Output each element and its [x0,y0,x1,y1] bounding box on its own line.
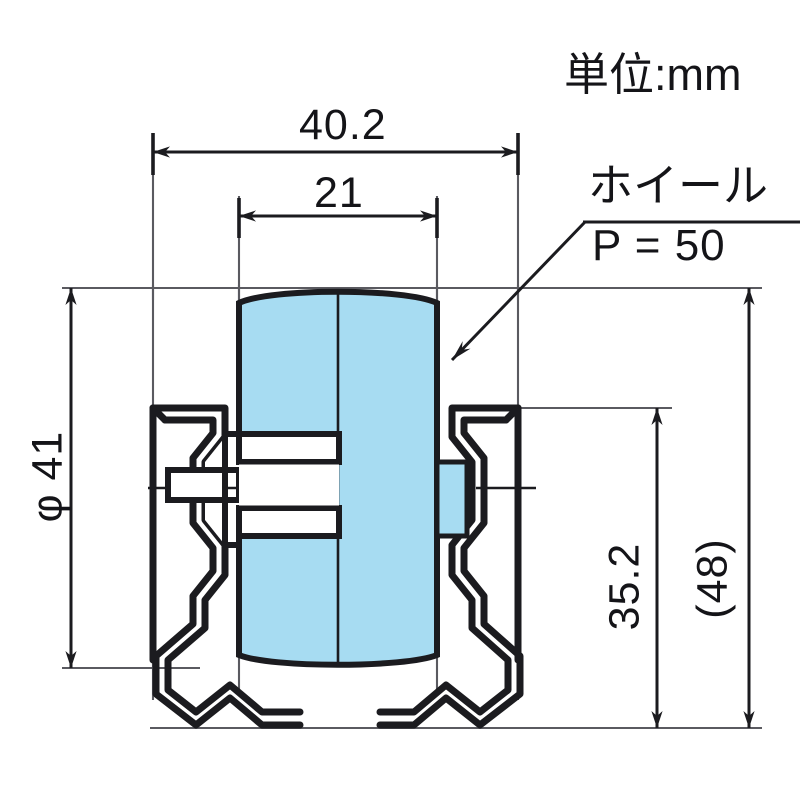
dim-label-35-2: 35.2 [600,542,649,631]
wheel-leader-line [450,220,800,362]
rail-insert-right [434,459,470,539]
dim-label-21: 21 [314,169,364,217]
unit-note: 単位:mm [564,49,742,100]
rail-profile-right [376,404,524,729]
dim-21 [237,198,439,238]
wheel-callout-value: P = 50 [592,221,726,270]
dim-label-phi-41: φ 41 [23,430,72,523]
dim-40-2 [151,133,520,175]
wheel-callout-label: ホイール [588,160,769,211]
dim-label-48: (48) [688,538,737,619]
dim-label-40-2: 40.2 [299,101,387,149]
axle-shaft [236,431,342,539]
